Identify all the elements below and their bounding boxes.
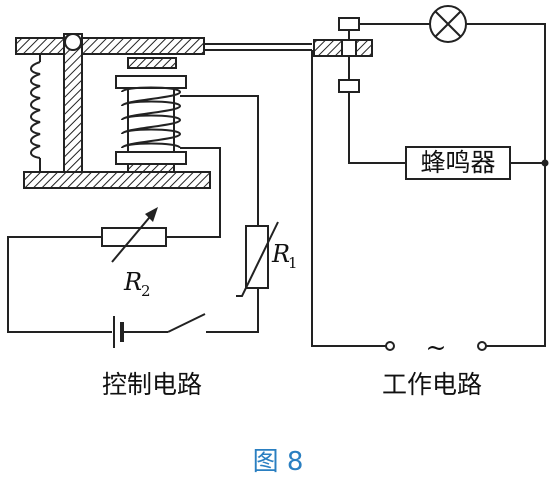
pivot-post [63, 33, 83, 173]
ac-terminal-right [477, 341, 487, 351]
thermistor-r1 [245, 225, 269, 289]
junction-dot [541, 159, 549, 167]
r2-subscript: 2 [141, 282, 151, 300]
coil-lead-2 [180, 95, 259, 226]
iron-core-cap [127, 57, 177, 69]
coil-lead-1 [180, 147, 221, 238]
r2-label: R [123, 268, 142, 296]
ac-power-symbol: ~ [426, 333, 447, 362]
ac-terminal-left [385, 341, 395, 351]
buzzer-wire-left [348, 92, 406, 164]
r1-label: R [271, 240, 290, 268]
control-wire-right [212, 288, 259, 333]
control-wire-left [7, 236, 112, 333]
working-wire-left [311, 50, 386, 347]
control-circuit [7, 207, 279, 348]
buzzer-box [405, 146, 511, 180]
working-circuit [311, 5, 549, 351]
lower-contact [338, 79, 360, 93]
thermistor-slash [236, 221, 279, 297]
relay-base [23, 171, 211, 189]
upper-contact [338, 17, 360, 31]
return-spring [30, 54, 41, 172]
relay-armature [15, 37, 205, 55]
control-circuit-label: 控制电路 [102, 370, 202, 399]
r1-subscript: 1 [288, 254, 298, 272]
buzzer-label: 蜂鸣器 [420, 148, 495, 177]
battery [113, 316, 168, 348]
figure-caption: 图 8 [253, 447, 304, 477]
right-rail [466, 23, 546, 347]
working-circuit-label: 工作电路 [382, 370, 482, 399]
control-switch [167, 313, 212, 333]
pivot-hinge [64, 33, 82, 51]
rheostat-arrow [111, 211, 155, 263]
relay [15, 33, 312, 238]
lamp-icon [429, 5, 467, 43]
electromagnet-coil [115, 75, 187, 173]
